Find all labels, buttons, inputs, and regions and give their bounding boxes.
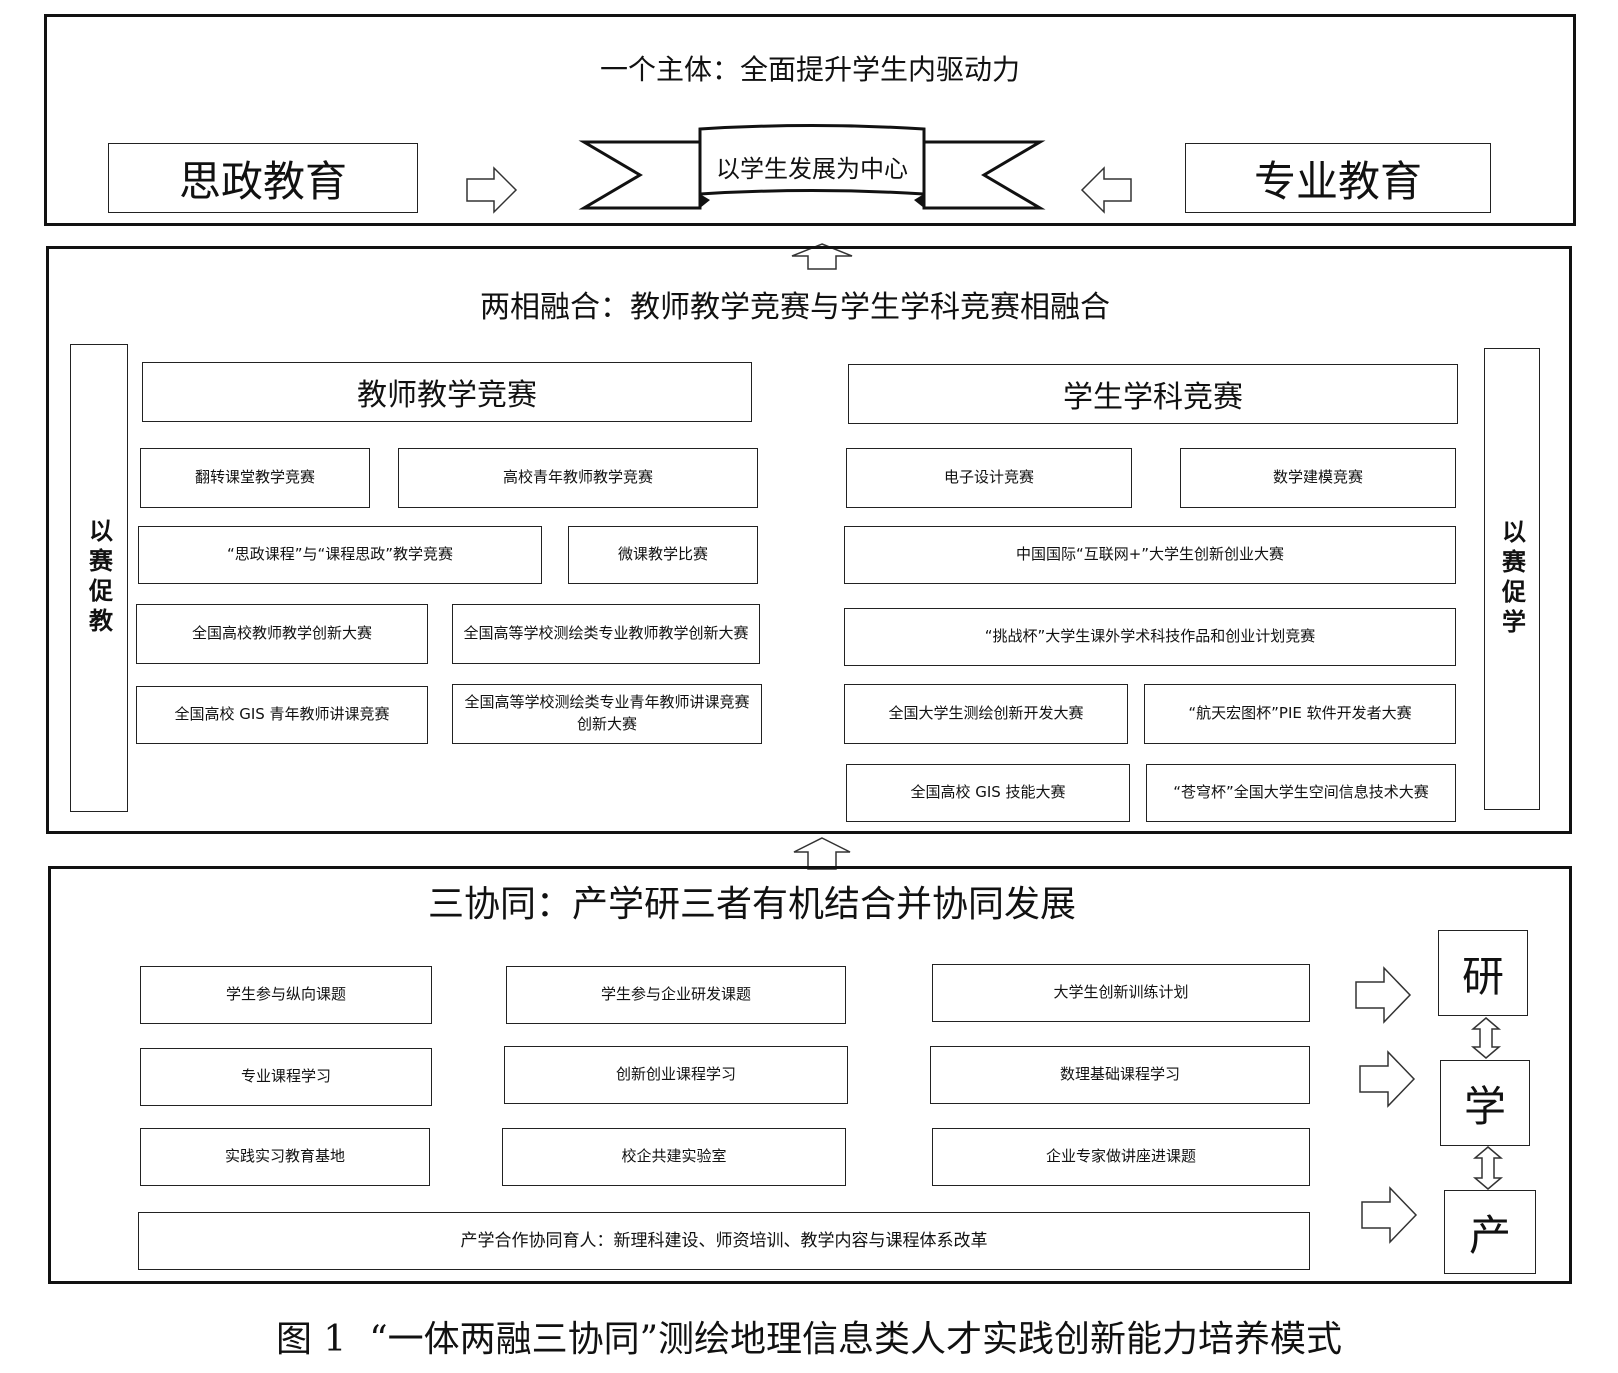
promote-teaching-label: 以赛促教 <box>70 344 128 812</box>
synergy-item: 大学生创新训练计划 <box>932 964 1310 1022</box>
synergy-item: 数理基础课程学习 <box>930 1046 1310 1104</box>
student-centered-banner-text: 以学生发展为中心 <box>716 154 908 183</box>
ideological-education-box: 思政教育 <box>108 143 418 213</box>
teacher-competition-item: 全国高校 GIS 青年教师讲课竞赛 <box>136 686 428 744</box>
promote-learning-label: 以赛促学 <box>1484 348 1540 810</box>
right-arrow-icon <box>466 166 518 214</box>
panel-one-title: 一个主体：全面提升学生内驱动力 <box>599 53 1020 86</box>
research-box: 研 <box>1438 930 1528 1016</box>
double-arrow-icon <box>1470 1017 1502 1059</box>
teacher-competition-item: 全国高等学校测绘类专业教师教学创新大赛 <box>452 604 760 664</box>
synergy-item: 学生参与纵向课题 <box>140 966 432 1024</box>
double-arrow-icon <box>1472 1146 1504 1190</box>
student-competition-item: “苍穹杯”全国大学生空间信息技术大赛 <box>1146 764 1456 822</box>
teacher-competition-item: 高校青年教师教学竞赛 <box>398 448 758 508</box>
synergy-item: 企业专家做讲座进课题 <box>932 1128 1310 1186</box>
teacher-competition-item: 全国高校教师教学创新大赛 <box>136 604 428 664</box>
student-competition-header: 学生学科竞赛 <box>848 364 1458 424</box>
synergy-item: 专业课程学习 <box>140 1048 432 1106</box>
student-competition-item: “挑战杯”大学生课外学术科技作品和创业计划竞赛 <box>844 608 1456 666</box>
right-arrow-icon <box>1355 966 1412 1024</box>
teacher-competition-item: 微课教学比赛 <box>568 526 758 584</box>
professional-education-box: 专业教育 <box>1185 143 1491 213</box>
figure-caption: 图 1 “一体两融三协同”测绘地理信息类人才实践创新能力培养模式 <box>275 1319 1343 1360</box>
teacher-competition-header: 教师教学竞赛 <box>142 362 752 422</box>
up-arrow-icon <box>793 837 851 870</box>
industry-box: 产 <box>1444 1190 1536 1274</box>
teacher-competition-item: 翻转课堂教学竞赛 <box>140 448 370 508</box>
panel-one-subject <box>44 14 1576 226</box>
teacher-competition-item: 全国高等学校测绘类专业青年教师讲课竞赛创新大赛 <box>452 684 762 744</box>
ribbon-banner-icon <box>578 124 1046 210</box>
panel-two-title: 两相融合：教师教学竞赛与学生学科竞赛相融合 <box>480 290 1110 325</box>
synergy-item: 创新创业课程学习 <box>504 1046 848 1104</box>
student-competition-item: 全国大学生测绘创新开发大赛 <box>844 684 1128 744</box>
panel-three-synergy <box>48 866 1572 1284</box>
synergy-item: 学生参与企业研发课题 <box>506 966 846 1024</box>
panel-three-title: 三协同：产学研三者有机结合并协同发展 <box>427 884 1076 925</box>
right-arrow-icon <box>1359 1050 1416 1108</box>
student-competition-item: 电子设计竞赛 <box>846 448 1132 508</box>
right-arrow-icon <box>1361 1186 1418 1244</box>
student-competition-item: 数学建模竞赛 <box>1180 448 1456 508</box>
up-arrow-icon <box>791 243 853 270</box>
student-competition-item: 全国高校 GIS 技能大赛 <box>846 764 1130 822</box>
synergy-item: 校企共建实验室 <box>502 1128 846 1186</box>
left-arrow-icon <box>1080 166 1132 214</box>
panel-two-fusion <box>46 246 1572 834</box>
study-box: 学 <box>1440 1060 1530 1146</box>
teacher-competition-item: “思政课程”与“课程思政”教学竞赛 <box>138 526 542 584</box>
student-competition-item: 中国国际“互联网+”大学生创新创业大赛 <box>844 526 1456 584</box>
synergy-item: 实践实习教育基地 <box>140 1128 430 1186</box>
industry-university-cooperation-item: 产学合作协同育人：新理科建设、师资培训、教学内容与课程体系改革 <box>138 1212 1310 1270</box>
student-competition-item: “航天宏图杯”PIE 软件开发者大赛 <box>1144 684 1456 744</box>
